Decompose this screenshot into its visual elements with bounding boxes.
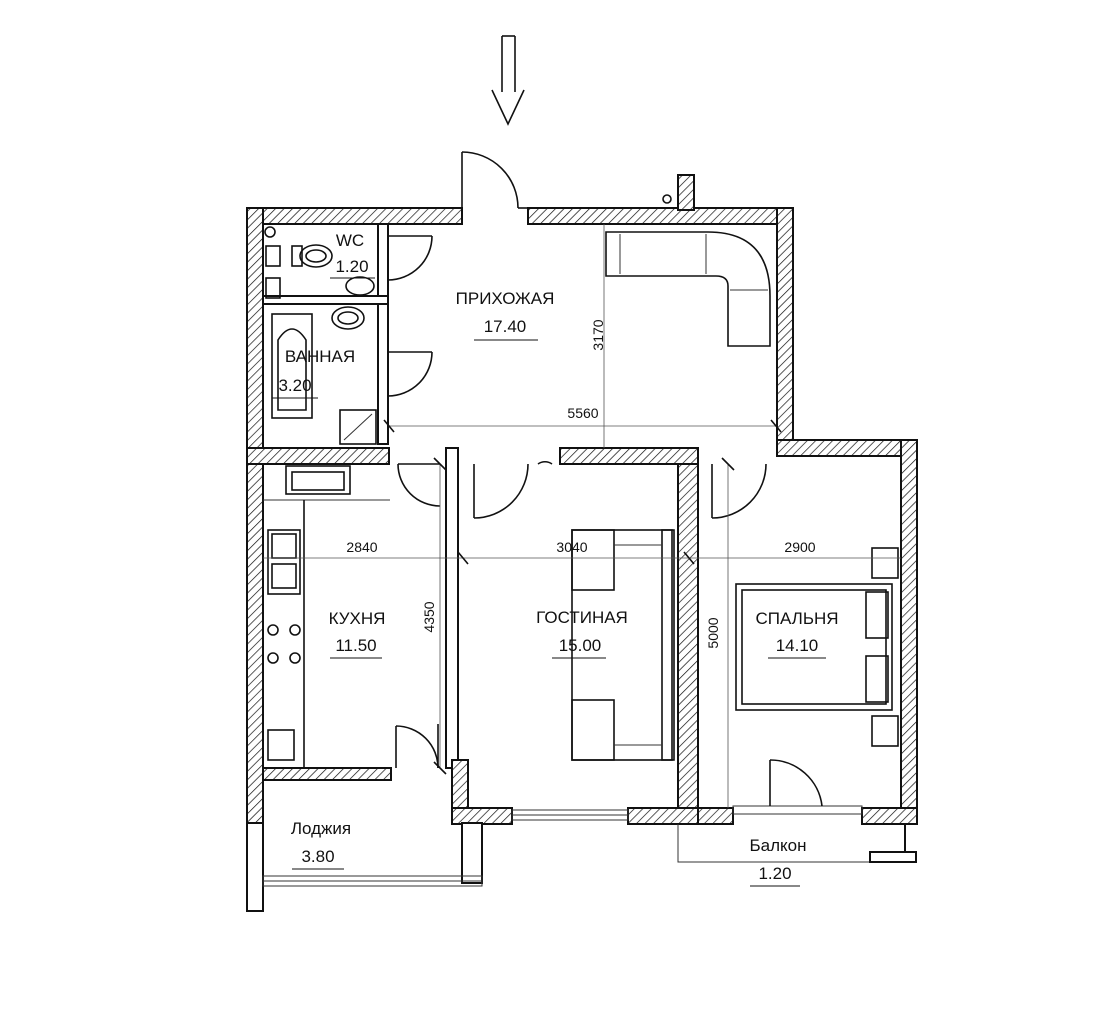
room-name: СПАЛЬНЯ — [755, 609, 838, 628]
down-arrow-icon — [491, 35, 525, 126]
dimension-bedroom-width: 2900 — [784, 539, 815, 555]
room-name: КУХНЯ — [329, 609, 386, 628]
room-label-kitchen: КУХНЯ 11.50 — [329, 609, 386, 659]
dimension-hall-width: 5560 — [567, 405, 598, 421]
windows — [511, 805, 863, 821]
room-area: 14.10 — [776, 636, 819, 655]
loggia-outline — [246, 822, 483, 912]
room-area: 11.50 — [335, 636, 376, 655]
room-area: 3.80 — [301, 847, 334, 866]
dimension-living-width: 3040 — [556, 539, 587, 555]
room-name: ПРИХОЖАЯ — [456, 289, 555, 308]
room-label-balcony: Балкон 1.20 — [749, 836, 807, 887]
walls — [246, 174, 918, 825]
room-area: 3.20 — [278, 376, 311, 395]
dimension-kitchen-width: 2840 — [346, 539, 377, 555]
dimension-lines — [263, 224, 901, 808]
room-area: 1.20 — [758, 864, 791, 883]
room-label-bath: ВАННАЯ 3.20 — [272, 347, 355, 399]
room-label-hall: ПРИХОЖАЯ 17.40 — [456, 289, 555, 341]
kitchen-fixtures — [263, 465, 390, 768]
room-label-wc: WC 1.20 — [330, 231, 375, 279]
dimension-hall-height: 3170 — [590, 319, 606, 350]
dimension-kitchen-height: 4350 — [421, 601, 437, 632]
hall-corner-sofa — [605, 231, 771, 347]
room-name: ГОСТИНАЯ — [536, 608, 628, 627]
balcony-outline — [677, 824, 917, 863]
bedroom-bed — [735, 547, 899, 747]
room-name: ВАННАЯ — [285, 347, 355, 366]
living-sofa — [571, 529, 675, 761]
room-name: Балкон — [749, 836, 806, 855]
wc-fixtures — [264, 226, 375, 299]
room-area: 1.20 — [335, 257, 368, 276]
room-area: 15.00 — [559, 636, 602, 655]
room-label-loggia: Лоджия 3.80 — [291, 819, 351, 870]
room-name: WC — [336, 231, 364, 250]
dimension-bedroom-height: 5000 — [705, 617, 721, 648]
room-label-bedroom: СПАЛЬНЯ 14.10 — [755, 609, 839, 659]
room-area: 17.40 — [484, 317, 527, 336]
room-label-living: ГОСТИНАЯ 15.00 — [536, 608, 628, 659]
doors — [387, 151, 823, 807]
room-name: Лоджия — [291, 819, 351, 838]
